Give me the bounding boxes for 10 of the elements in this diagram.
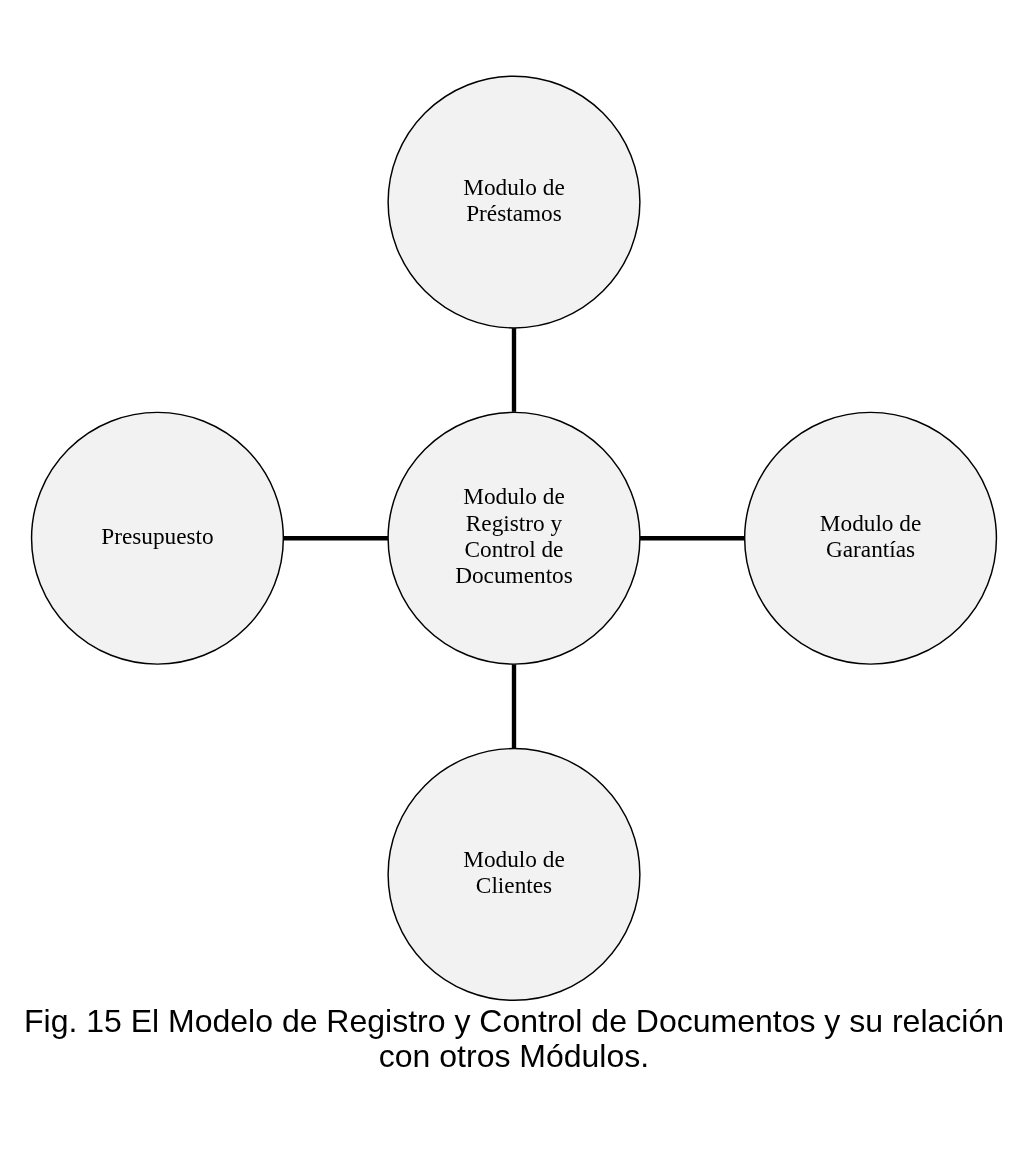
- connector: [283, 536, 388, 541]
- node-circle: Presupuesto: [30, 411, 284, 665]
- node-circle: Modulo de Garantías: [743, 411, 997, 665]
- caption: Fig. 15 El Modelo de Registro y Control de Documentos y su relación con otros Módulos.: [23, 1002, 1004, 1074]
- connector: [511, 664, 516, 748]
- node-circle: Modulo de Préstamos: [386, 75, 641, 329]
- node-circle: Modulo de Registro y Control de Documentos: [386, 411, 641, 665]
- node-circle: Modulo de Clientes: [386, 747, 641, 1002]
- connector: [639, 536, 744, 541]
- connector: [511, 328, 516, 412]
